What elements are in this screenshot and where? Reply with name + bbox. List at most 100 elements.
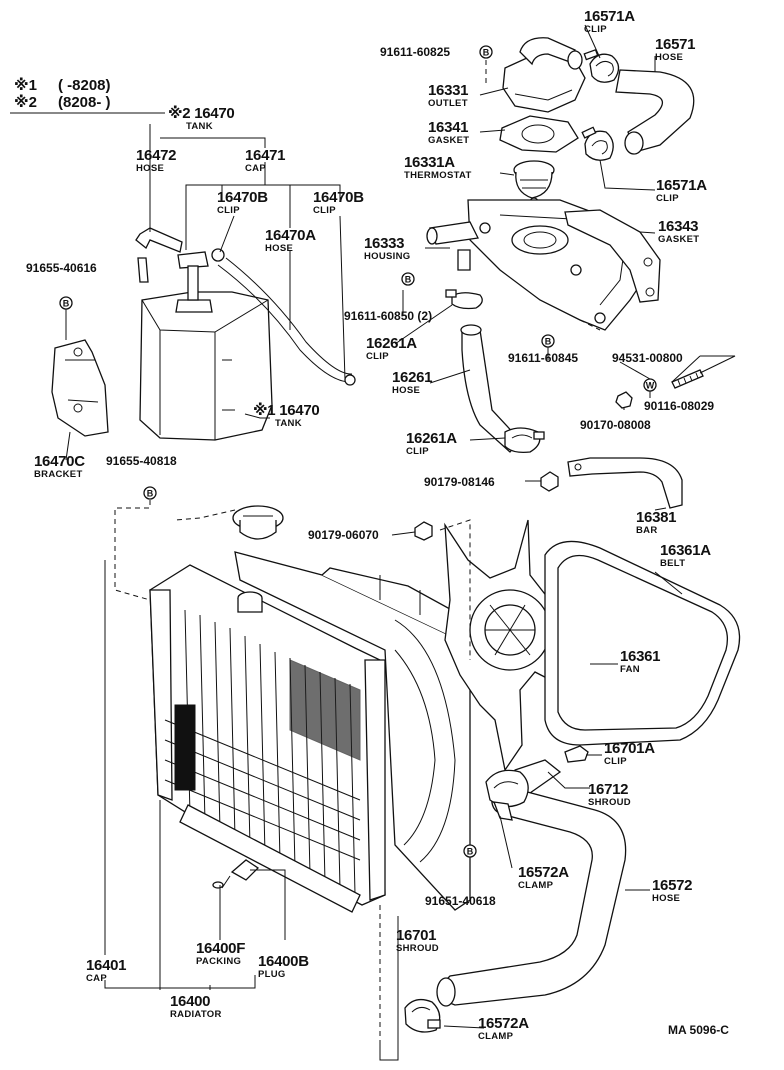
hose-clip-top: [583, 48, 620, 83]
hose-clip-tank-b: [344, 374, 356, 386]
radiator-inlet-hose: [460, 324, 521, 453]
code-90116-08029: 90116-08029: [644, 399, 715, 413]
alternator-bar: [567, 457, 683, 509]
code-91611-60845: 91611-60845: [508, 351, 579, 365]
outlet-gasket: [499, 115, 579, 153]
nut-90170: [615, 391, 633, 409]
svg-text:W: W: [646, 381, 655, 391]
legend-range-1: ( -8208): [58, 77, 111, 94]
svg-text:B: B: [63, 299, 70, 309]
fan-shroud: [234, 551, 471, 911]
drawing-reference: MA 5096-C: [668, 1023, 729, 1037]
bar-hole: [574, 463, 582, 471]
bolt-mark-b-40818: B: [143, 486, 157, 500]
svg-text:B: B: [405, 275, 412, 285]
code-91655-40616: 91655-40616: [26, 261, 97, 275]
lower-radiator-hose: [436, 778, 627, 1007]
upper-outlet-hose: [615, 69, 695, 155]
code-90170-08008: 90170-08008: [580, 418, 651, 432]
code-91651-40618: 91651-40618: [425, 894, 496, 908]
shroud-clip: [564, 745, 589, 763]
nut-90179-06070: [414, 521, 433, 541]
tank-bracket: [51, 339, 109, 437]
hose-clip-upper: [445, 289, 483, 310]
code-90179-06070: 90179-06070: [308, 528, 379, 542]
housing-gasket: [564, 209, 661, 303]
code-91611-60825: 91611-60825: [380, 45, 451, 59]
legend-range-2: (8208- ): [58, 94, 111, 111]
overflow-hose-long: [217, 257, 353, 383]
code-91611-60850: 91611-60850 (2): [344, 309, 433, 323]
bolt-mark-b-60845: B: [541, 334, 555, 348]
thermostat: [513, 160, 555, 207]
bolt-mark-b-40618: B: [463, 844, 477, 858]
hose-clamp-mid: [485, 769, 529, 821]
bolt-90116: [671, 369, 704, 389]
svg-text:B: B: [467, 847, 474, 857]
v-belt: [544, 540, 741, 746]
radiator-core: [149, 564, 386, 913]
bolt-mark-b-40616: B: [59, 296, 73, 310]
hose-clamp-bottom: [404, 998, 441, 1033]
svg-text:B: B: [147, 489, 154, 499]
washer-mark-w: W: [643, 378, 657, 392]
drain-plug: [221, 859, 260, 889]
leader-lines: [65, 24, 736, 1061]
bolt-mark-b-60825: B: [479, 45, 493, 59]
nut-90179-08146: [540, 471, 559, 492]
hose-clip-lower: [504, 427, 545, 454]
tank-cap: [177, 251, 209, 301]
code-91655-40818: 91655-40818: [106, 454, 177, 468]
drain-packing: [212, 881, 224, 889]
bolt-mark-b-60850: B: [401, 272, 415, 286]
radiator-filler-neck: [237, 591, 263, 613]
code-94531-00800: 94531-00800: [612, 351, 683, 365]
hose-clip-mid: [581, 126, 614, 161]
reservoir-tank: [139, 291, 273, 441]
hose-clip-tank-a: [211, 248, 225, 262]
cooling-fan: [444, 519, 613, 772]
water-outlet: [502, 37, 586, 113]
svg-text:B: B: [545, 337, 552, 347]
overflow-hose-short: [135, 227, 183, 283]
radiator-cap: [232, 505, 284, 540]
dashed-leaders: [114, 60, 601, 1040]
legend-mark-1: ※1: [14, 77, 37, 94]
code-90179-08146: 90179-08146: [424, 475, 495, 489]
legend-mark-2: ※2: [14, 94, 37, 111]
svg-text:B: B: [483, 48, 490, 58]
